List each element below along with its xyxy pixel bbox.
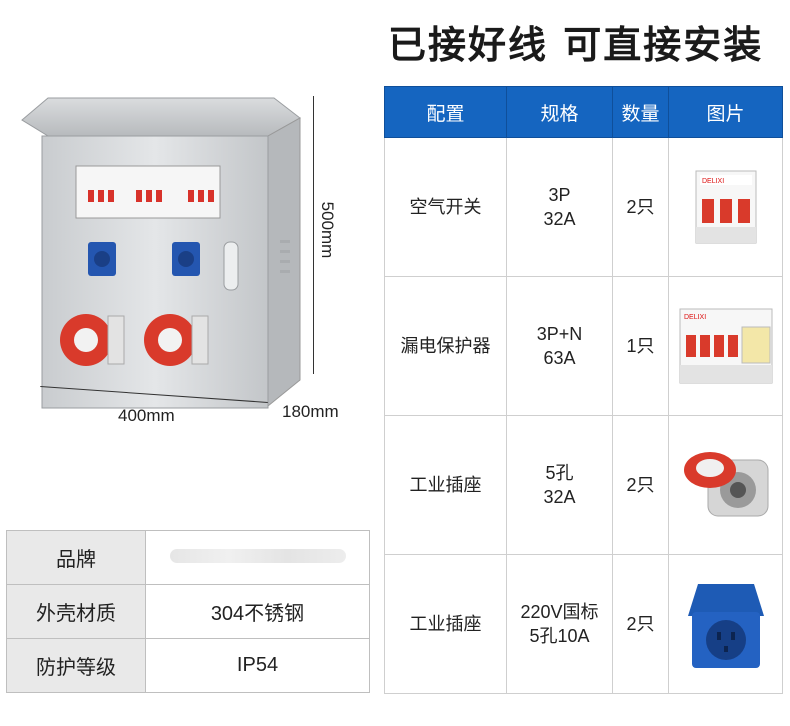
header-spec: 规格 bbox=[506, 86, 613, 138]
info-value-brand bbox=[145, 530, 370, 585]
row-spec: 3P+N 63A bbox=[506, 276, 613, 416]
header-image: 图片 bbox=[668, 86, 783, 138]
spec-line: 5孔 bbox=[545, 463, 574, 483]
spec-line: 63A bbox=[543, 348, 576, 368]
info-value: 304不锈钢 bbox=[145, 584, 370, 639]
distribution-box-image bbox=[18, 90, 308, 420]
spec-line: 3P+N bbox=[536, 324, 583, 344]
spec-line: 32A bbox=[543, 209, 576, 229]
row-qty: 2只 bbox=[612, 415, 669, 555]
row-config: 漏电保护器 bbox=[384, 276, 507, 416]
info-row: 防护等级 IP54 bbox=[6, 638, 370, 693]
info-row: 品牌 bbox=[6, 530, 370, 585]
info-value: IP54 bbox=[145, 638, 370, 693]
info-key: 防护等级 bbox=[6, 638, 146, 693]
stainless-box-icon bbox=[21, 97, 301, 409]
info-key: 外壳材质 bbox=[6, 584, 146, 639]
air-switch-icon: DELIXI bbox=[695, 170, 756, 244]
height-dimension-line bbox=[313, 96, 314, 374]
row-qty: 2只 bbox=[612, 554, 669, 694]
spec-table-header: 配置 规格 数量 图片 bbox=[384, 86, 783, 138]
brand-logo: DELIXI bbox=[684, 314, 706, 321]
row-spec: 220V国标 5孔10A bbox=[506, 554, 613, 694]
headline: 已接好线 可直接安装 bbox=[388, 23, 764, 67]
row-qty: 2只 bbox=[612, 137, 669, 277]
header-qty: 数量 bbox=[612, 86, 669, 138]
row-config: 工业插座 bbox=[384, 415, 507, 555]
row-qty: 1只 bbox=[612, 276, 669, 416]
blurred-brand-value bbox=[169, 549, 346, 563]
width-dimension-label: 400mm bbox=[118, 406, 175, 425]
row-config: 空气开关 bbox=[384, 137, 507, 277]
leakage-protector-icon: DELIXI bbox=[679, 308, 772, 384]
table-row: 漏电保护器 3P+N 63A 1只 DELIXI bbox=[384, 276, 783, 416]
info-row: 外壳材质 304不锈钢 bbox=[6, 584, 370, 639]
row-image: DELIXI bbox=[668, 137, 783, 277]
info-table: 品牌 外壳材质 304不锈钢 防护等级 IP54 bbox=[6, 530, 370, 693]
height-dimension-label: 500mm bbox=[318, 201, 337, 259]
header-config: 配置 bbox=[384, 86, 507, 138]
spec-line: 32A bbox=[543, 487, 576, 507]
spec-line: 3P bbox=[548, 185, 571, 205]
row-image bbox=[668, 554, 783, 694]
row-config: 工业插座 bbox=[384, 554, 507, 694]
brand-logo: DELIXI bbox=[702, 178, 724, 185]
spec-line: 220V国标 bbox=[520, 602, 599, 622]
depth-dimension-label: 180mm bbox=[282, 402, 339, 421]
table-row: 工业插座 220V国标 5孔10A 2只 bbox=[384, 554, 783, 694]
industrial-socket-blue-icon bbox=[687, 584, 764, 668]
row-image bbox=[668, 415, 783, 555]
info-key: 品牌 bbox=[6, 530, 146, 585]
row-image: DELIXI bbox=[668, 276, 783, 416]
industrial-socket-red-icon bbox=[683, 452, 768, 517]
spec-line: 5孔10A bbox=[529, 626, 590, 646]
